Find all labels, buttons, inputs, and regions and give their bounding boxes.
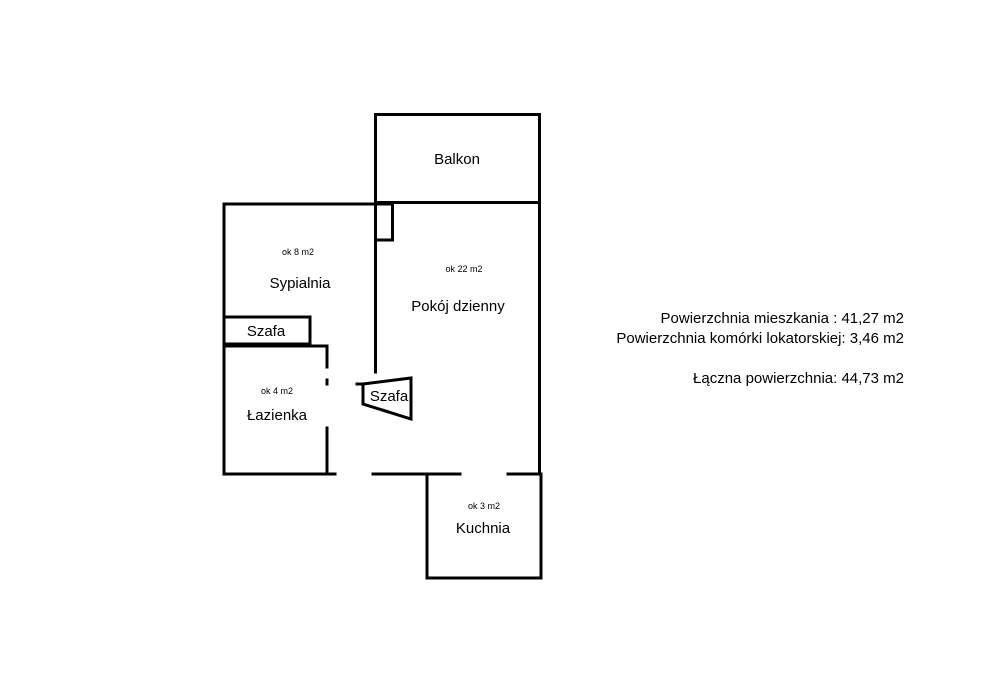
living-wardrobe-outline xyxy=(361,376,413,422)
summary-flat-area: Powierzchnia mieszkania : 41,27 m2 xyxy=(660,310,904,327)
summary-spacer xyxy=(616,349,904,369)
labels: Balkon ok 8 m2 Sypialnia Szafa ok 22 m2 … xyxy=(247,151,511,537)
living-area: ok 22 m2 xyxy=(445,264,482,274)
bedroom-wardrobe-label: Szafa xyxy=(247,323,286,340)
living-label: Pokój dzienny xyxy=(411,298,505,315)
bathroom-label: Łazienka xyxy=(247,407,308,424)
bathroom-area: ok 4 m2 xyxy=(261,386,293,396)
area-summary: Powierzchnia mieszkania : 41,27 m2 Powie… xyxy=(616,309,904,389)
kitchen-label: Kuchnia xyxy=(456,520,511,537)
bedroom-label: Sypialnia xyxy=(270,275,332,292)
summary-total-area: Łączna powierzchnia: 44,73 m2 xyxy=(693,370,904,387)
kitchen-area: ok 3 m2 xyxy=(468,501,500,511)
living-wardrobe-label: Szafa xyxy=(370,388,409,405)
bedroom-area: ok 8 m2 xyxy=(282,247,314,257)
balcony-label: Balkon xyxy=(434,151,480,168)
bedroom-wardrobe-outline xyxy=(222,315,312,346)
balcony-outline xyxy=(374,113,541,204)
summary-storage-area: Powierzchnia komórki lokatorskiej: 3,46 … xyxy=(616,330,904,347)
niche xyxy=(374,202,394,242)
walls xyxy=(222,113,543,580)
